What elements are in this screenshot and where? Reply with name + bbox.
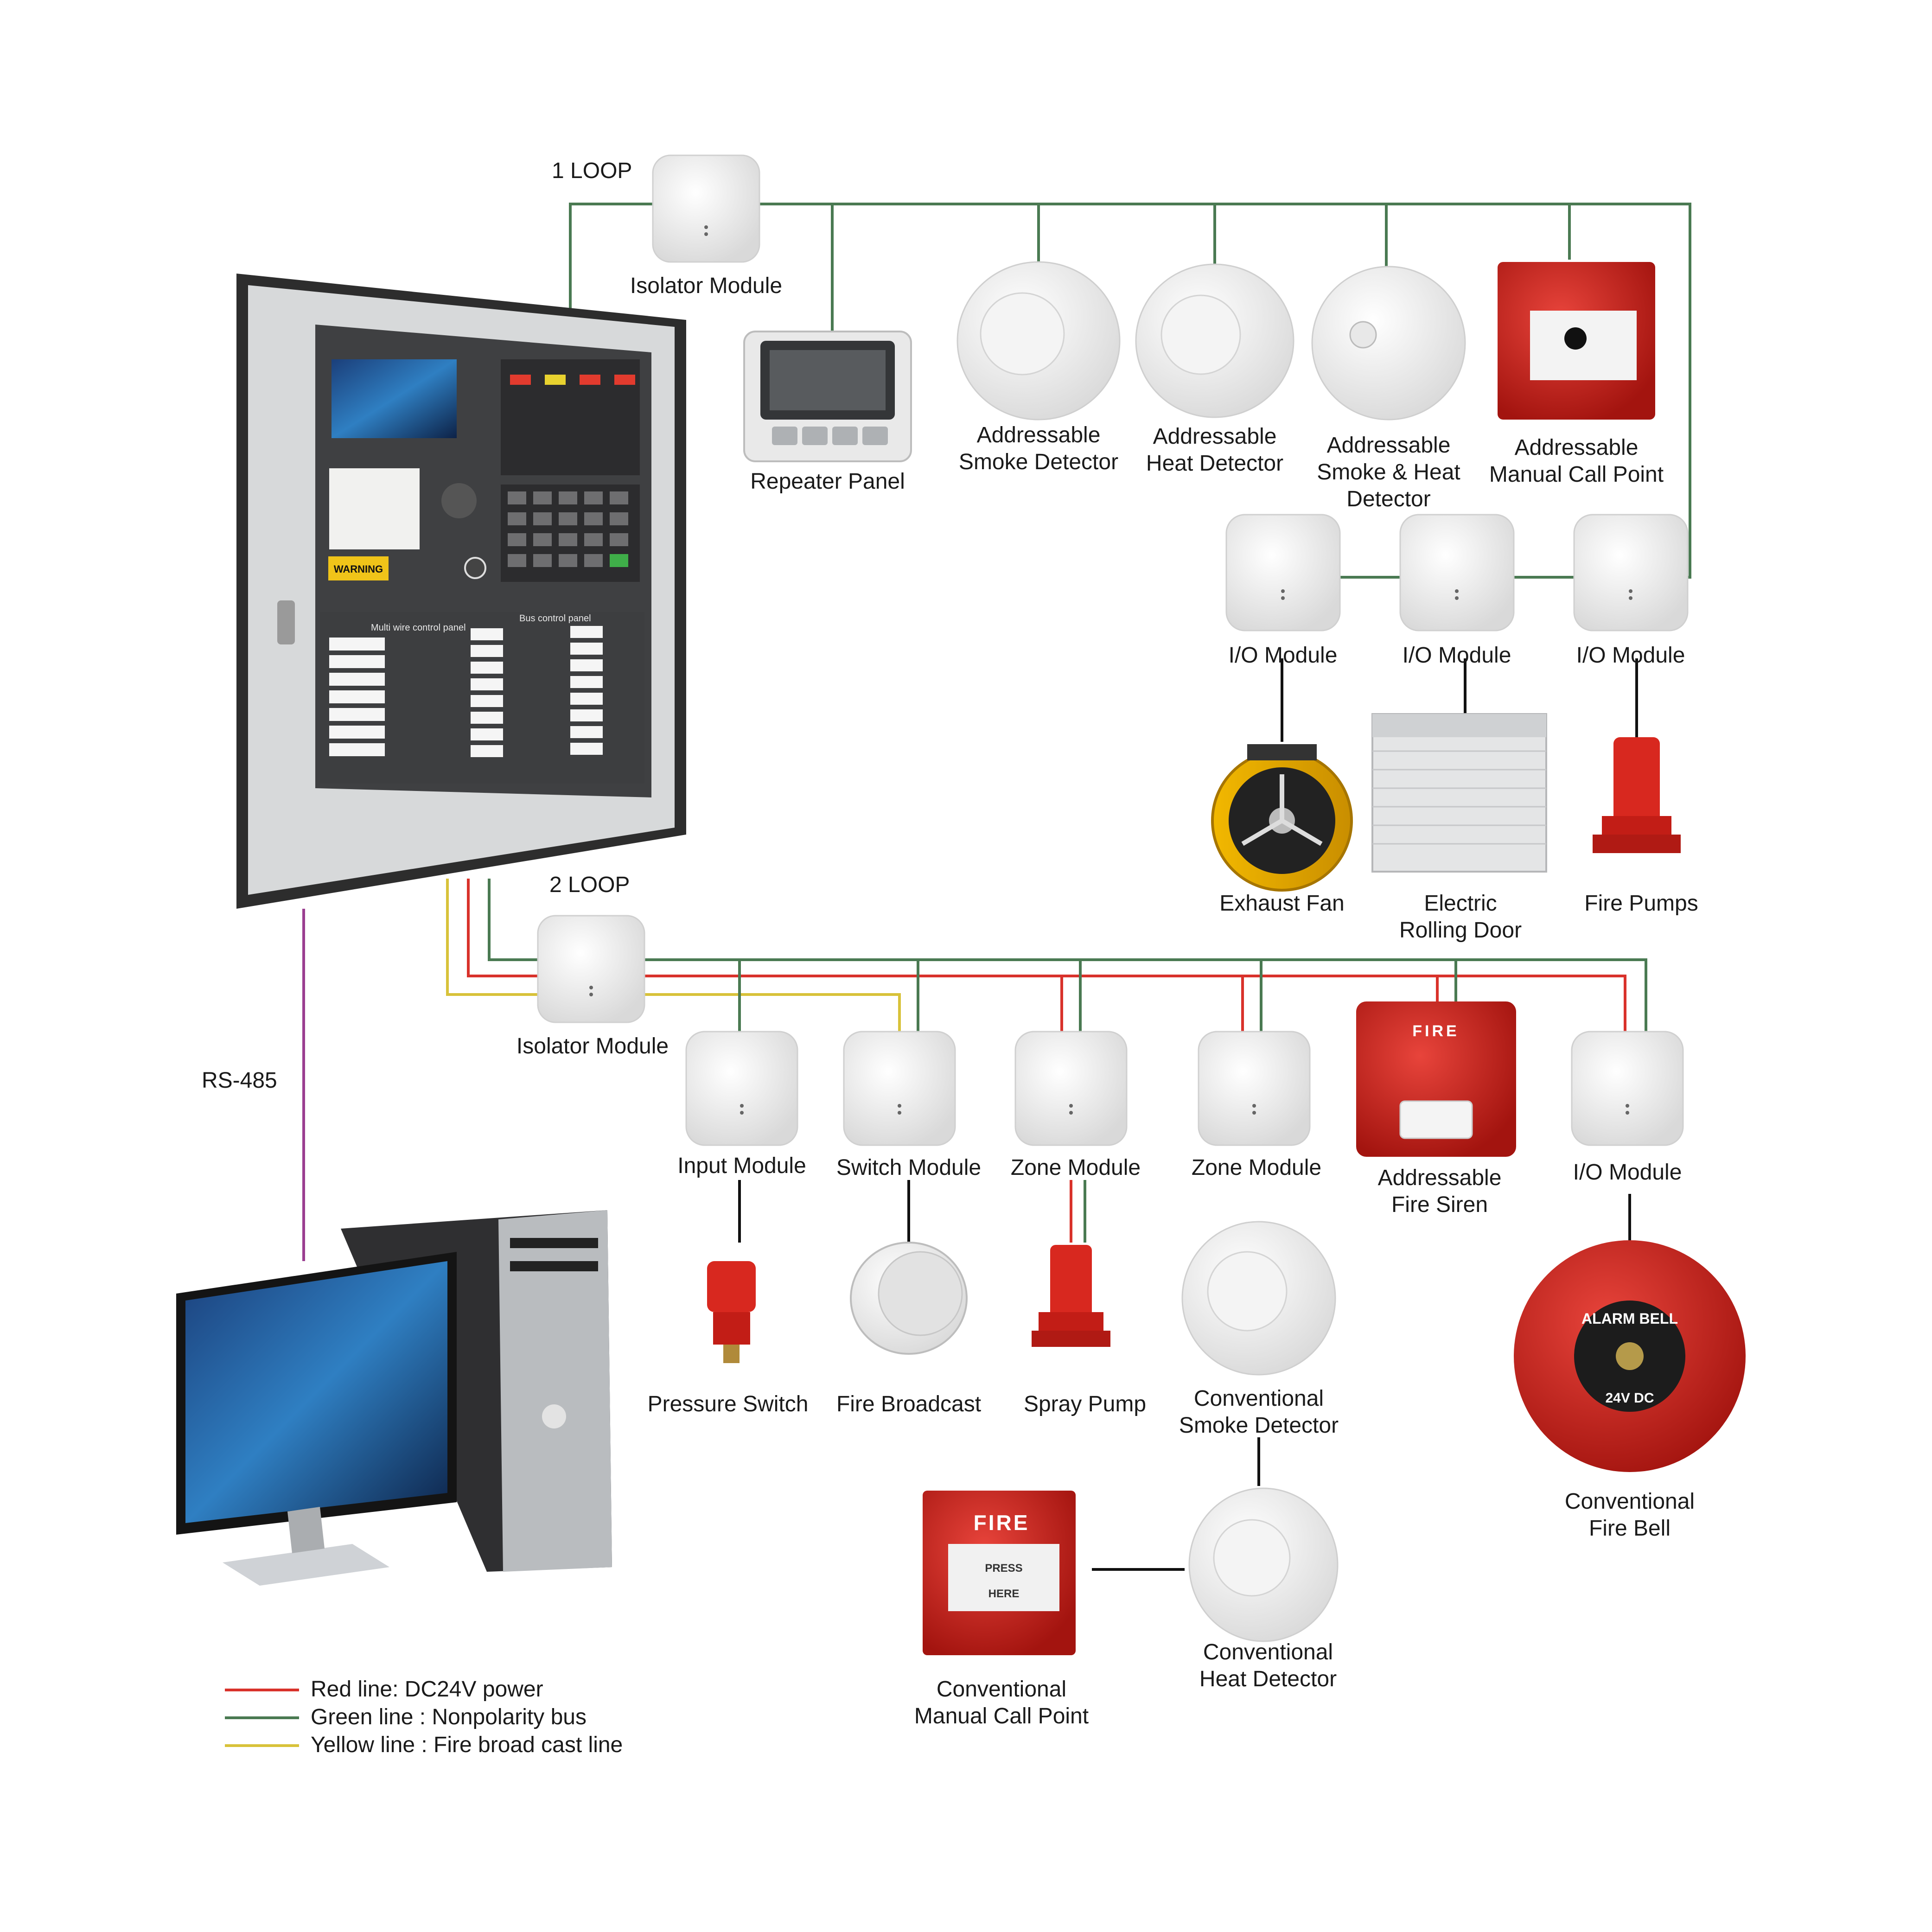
switch-module-label: Switch Module (836, 1155, 982, 1180)
bell-label-text: ALARM BELL (1581, 1310, 1678, 1327)
isolator-module-1 (652, 154, 760, 263)
fire-broadcast-speaker (850, 1242, 968, 1355)
rolling-door-label: Electric Rolling Door (1399, 891, 1522, 943)
loop2-label: 2 LOOP (549, 873, 630, 897)
panel-lcd-screen (332, 359, 457, 438)
multi-wire-panel-title: Multi wire control panel (371, 623, 466, 633)
heat-detector-label: Addressable Heat Detector (1146, 424, 1284, 476)
wires-red (467, 879, 1626, 1243)
io-module-3 (1573, 514, 1689, 631)
fire-pumps (1593, 737, 1681, 853)
isolator-module-2 (537, 915, 645, 1023)
repeater-panel-label: Repeater Panel (750, 469, 905, 494)
io-module-3-label: I/O Module (1576, 643, 1685, 668)
conv-heat-detector-label: Conventional Heat Detector (1199, 1640, 1337, 1691)
pressure-switch-label: Pressure Switch (647, 1392, 809, 1416)
mcp-press-text: PRESS (985, 1562, 1022, 1575)
conventional-manual-call-point: FIRE PRESS HERE (923, 1491, 1076, 1655)
input-module (685, 1031, 798, 1146)
mcp-fire-text: FIRE (974, 1511, 1030, 1535)
spray-pump-label: Spray Pump (1023, 1392, 1147, 1416)
spray-pump (1032, 1245, 1110, 1347)
isolator-module-1-label: Isolator Module (630, 274, 783, 298)
conv-mcp-label: Conventional Manual Call Point (914, 1677, 1089, 1728)
smoke-heat-detector-label: Addressable Smoke & Heat Detector (1317, 433, 1460, 511)
legend-green: Green line : Nonpolarity bus (311, 1705, 587, 1729)
fire-broadcast-label: Fire Broadcast (836, 1392, 982, 1416)
addressable-smoke-detector (956, 261, 1121, 421)
zone-module-2-label: Zone Module (1191, 1155, 1322, 1180)
io-module-4 (1571, 1031, 1684, 1146)
zone-module-2 (1198, 1031, 1311, 1146)
panel-key-lock (464, 557, 486, 579)
wires-green-loop1 (569, 203, 1691, 579)
io-module-2-label: I/O Module (1402, 643, 1511, 668)
input-module-label: Input Module (677, 1154, 806, 1178)
wires-yellow (446, 879, 901, 1034)
legend-yellow: Yellow line : Fire broad cast line (311, 1733, 623, 1757)
isolator-module-2-label: Isolator Module (516, 1034, 669, 1058)
fire-bell-label: Conventional Fire Bell (1564, 1489, 1695, 1541)
io-module-1 (1225, 514, 1341, 631)
siren-fire-text: FIRE (1412, 1022, 1459, 1040)
conventional-heat-detector (1188, 1487, 1339, 1642)
conventional-smoke-detector (1181, 1221, 1336, 1376)
pressure-switch (707, 1261, 756, 1363)
switch-module (843, 1031, 956, 1146)
wires-output-1 (738, 658, 1638, 1571)
conv-smoke-detector-label: Conventional Smoke Detector (1179, 1386, 1339, 1438)
bell-voltage-text: 24V DC (1605, 1390, 1654, 1406)
addressable-manual-call-point (1498, 262, 1655, 420)
addressable-heat-detector (1135, 263, 1294, 418)
pc-workstation (176, 1210, 612, 1586)
legend-red: Red line: DC24V power (311, 1677, 543, 1702)
smoke-detector-label: Addressable Smoke Detector (958, 423, 1119, 474)
electric-rolling-door (1371, 713, 1547, 873)
rs485-label: RS-485 (202, 1068, 277, 1093)
fire-pumps-label: Fire Pumps (1584, 891, 1698, 916)
io-module-1-label: I/O Module (1228, 643, 1338, 668)
warning-sign: WARNING (328, 556, 389, 580)
fire-siren-label: Addressable Fire Siren (1377, 1166, 1502, 1217)
bus-control-panel-title: Bus control panel (519, 613, 591, 624)
fire-alarm-control-panel: WARNING Multi wire control panel Bus con… (236, 274, 686, 909)
repeater-panel (743, 331, 912, 462)
exhaust-fan (1211, 744, 1353, 892)
mcp-here-text: HERE (988, 1588, 1020, 1600)
loop1-label: 1 LOOP (552, 159, 632, 183)
addressable-smoke-heat-detector (1311, 266, 1466, 421)
conventional-fire-bell: ALARM BELL 24V DC (1514, 1240, 1746, 1472)
zone-module-1 (1014, 1031, 1128, 1146)
legend-lines (225, 1689, 299, 1747)
zone-module-1-label: Zone Module (1010, 1155, 1141, 1180)
io-module-4-label: I/O Module (1573, 1160, 1682, 1185)
io-module-2 (1399, 514, 1515, 631)
manual-call-point-label: Addressable Manual Call Point (1489, 435, 1664, 487)
wires-green-loop2 (488, 879, 1647, 1243)
warning-sign-text: WARNING (334, 563, 383, 575)
addressable-fire-siren: FIRE (1356, 1001, 1516, 1157)
exhaust-fan-label: Exhaust Fan (1219, 891, 1345, 916)
